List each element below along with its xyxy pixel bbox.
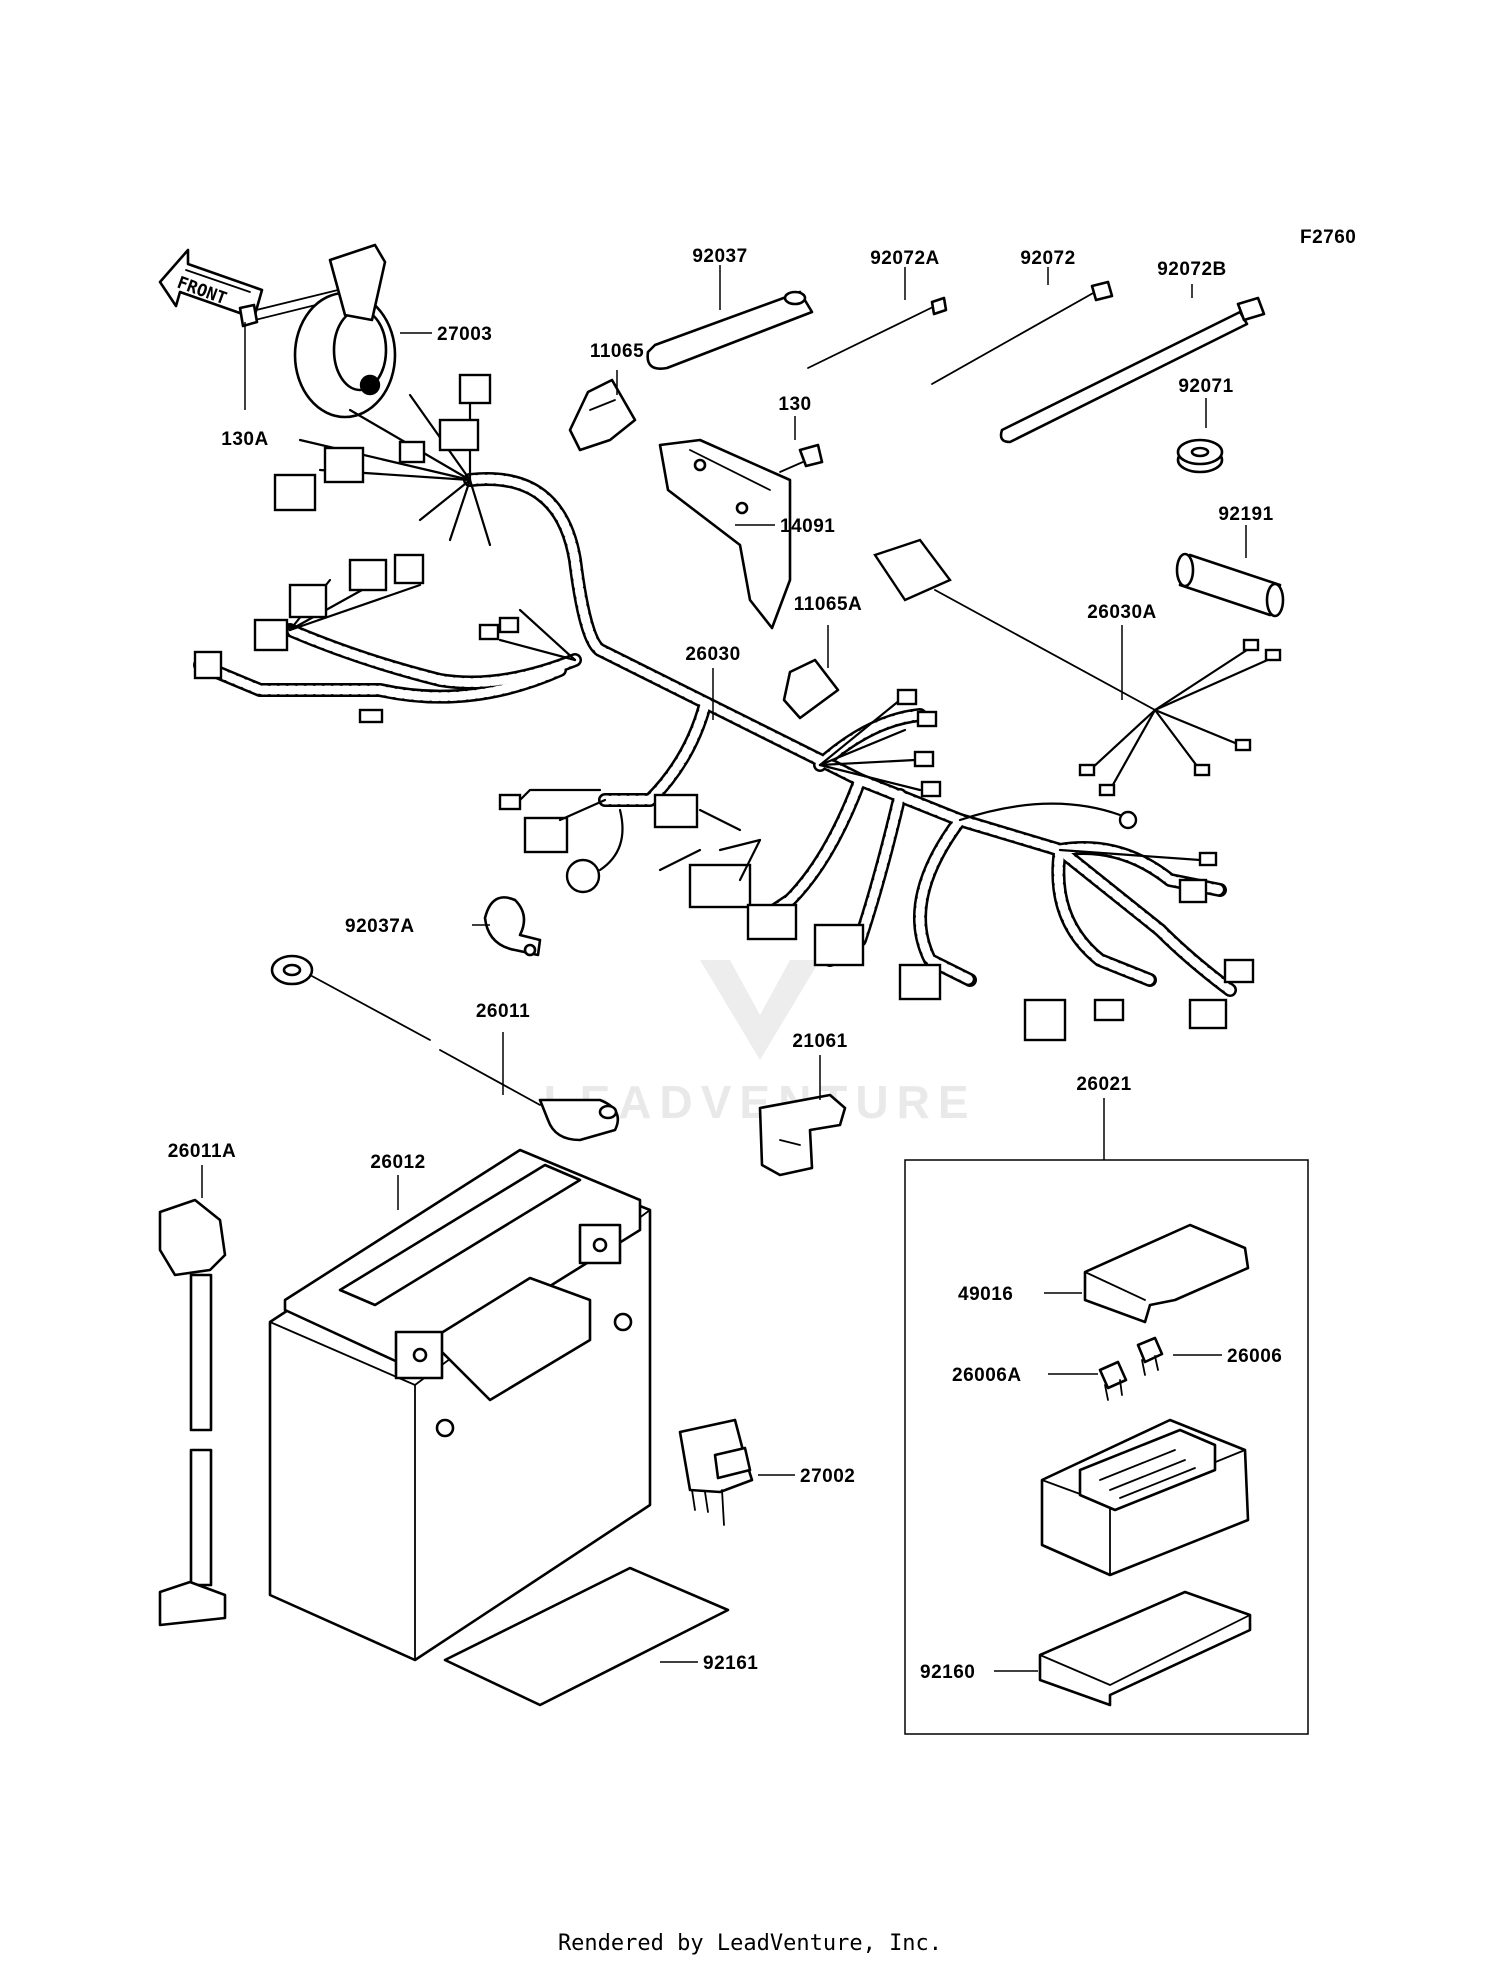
connector: [746, 903, 798, 941]
callout-26006: 26006: [1227, 1346, 1282, 1367]
connector: [288, 583, 328, 619]
cover-21061: [758, 1093, 847, 1177]
bracket-14091: [658, 438, 792, 630]
fuse-26006A: [1098, 1360, 1128, 1401]
connector: [1223, 958, 1255, 984]
connector: [913, 750, 935, 768]
ring-terminal: [1118, 810, 1138, 830]
connector: [253, 618, 289, 652]
connector: [193, 650, 223, 680]
battery-26012: [268, 1148, 652, 1662]
callout-130: 130: [778, 394, 811, 415]
relay-27002: [678, 1418, 754, 1526]
callout-27002: 27002: [800, 1466, 855, 1487]
connector: [916, 710, 938, 728]
band-92037: [646, 290, 814, 370]
connector: [1188, 998, 1228, 1030]
clip-11065A: [782, 658, 840, 720]
callout-14091: 14091: [780, 516, 835, 537]
connector: [1178, 878, 1208, 904]
connector: [688, 863, 752, 909]
callout-26030A: 26030A: [1087, 602, 1157, 623]
cover-92160: [1038, 1590, 1252, 1707]
connector: [1093, 998, 1125, 1022]
callout-92072B: 92072B: [1157, 259, 1227, 280]
connector: [398, 440, 426, 464]
connector: [393, 553, 425, 585]
connector: [653, 793, 699, 829]
connector: [896, 688, 918, 706]
callout-26011A: 26011A: [168, 1141, 237, 1162]
cable-26011: [270, 954, 620, 1142]
connector: [323, 446, 365, 484]
callout-92072: 92072: [1020, 248, 1075, 269]
connector: [523, 816, 569, 854]
connector: [813, 923, 865, 967]
leader-lines: [201, 265, 1247, 1672]
grommet: [565, 858, 601, 894]
callout-26030: 26030: [685, 644, 740, 665]
connector: [478, 623, 500, 641]
callout-11065: 11065: [590, 341, 644, 362]
connector: [458, 373, 492, 405]
connector: [348, 558, 388, 592]
connector: [1023, 998, 1067, 1042]
connector: [438, 418, 480, 452]
main-harness-26030: [193, 373, 1255, 1042]
callout-27003: 27003: [437, 324, 492, 345]
tube-92191: [1175, 552, 1285, 618]
clamp-92037A: [483, 896, 542, 957]
connector: [358, 708, 384, 724]
callout-92191: 92191: [1218, 504, 1273, 525]
sub-harness-26030A: [873, 538, 1282, 797]
callout-92072A: 92072A: [870, 248, 940, 269]
connector: [898, 963, 942, 1001]
bolt-130: [779, 443, 824, 473]
callout-11065A: 11065A: [794, 594, 863, 615]
watermark: LEADVENTURE: [543, 960, 969, 1128]
figure-code: F2760: [1300, 227, 1356, 248]
cable-26011A: [158, 1198, 227, 1627]
callout-92161: 92161: [703, 1653, 758, 1674]
fuse-box-body: [1040, 1418, 1250, 1577]
fuse-box-frame: [904, 1159, 1309, 1735]
horn-assembly: [238, 243, 397, 419]
callout-21061: 21061: [792, 1031, 847, 1052]
callout-26021: 26021: [1076, 1074, 1131, 1095]
callout-26011: 26011: [476, 1001, 530, 1022]
pad-92161: [443, 1566, 730, 1707]
callout-92071: 92071: [1178, 376, 1233, 397]
callout-26012: 26012: [370, 1152, 425, 1173]
callout-92160: 92160: [920, 1662, 975, 1683]
connector: [920, 780, 942, 798]
connector: [498, 616, 520, 634]
callout-92037: 92037: [692, 246, 747, 267]
callout-92037A: 92037A: [345, 916, 415, 937]
connector: [273, 473, 317, 512]
cover-49016: [1083, 1223, 1250, 1324]
connector: [1198, 851, 1218, 867]
footer-credit: Rendered by LeadVenture, Inc.: [558, 1931, 942, 1956]
fuse-26006: [1136, 1336, 1164, 1376]
callout-49016: 49016: [958, 1284, 1013, 1305]
connector: [498, 793, 522, 811]
callout-130A: 130A: [221, 429, 268, 450]
cable-ties: [807, 280, 1266, 444]
callout-labels: 92037 92072A 92072 92072B 27003 11065 13…: [168, 246, 1282, 1683]
clip-11065: [568, 378, 637, 452]
grommet-92071: [1176, 438, 1224, 474]
callout-26006A: 26006A: [952, 1365, 1022, 1386]
